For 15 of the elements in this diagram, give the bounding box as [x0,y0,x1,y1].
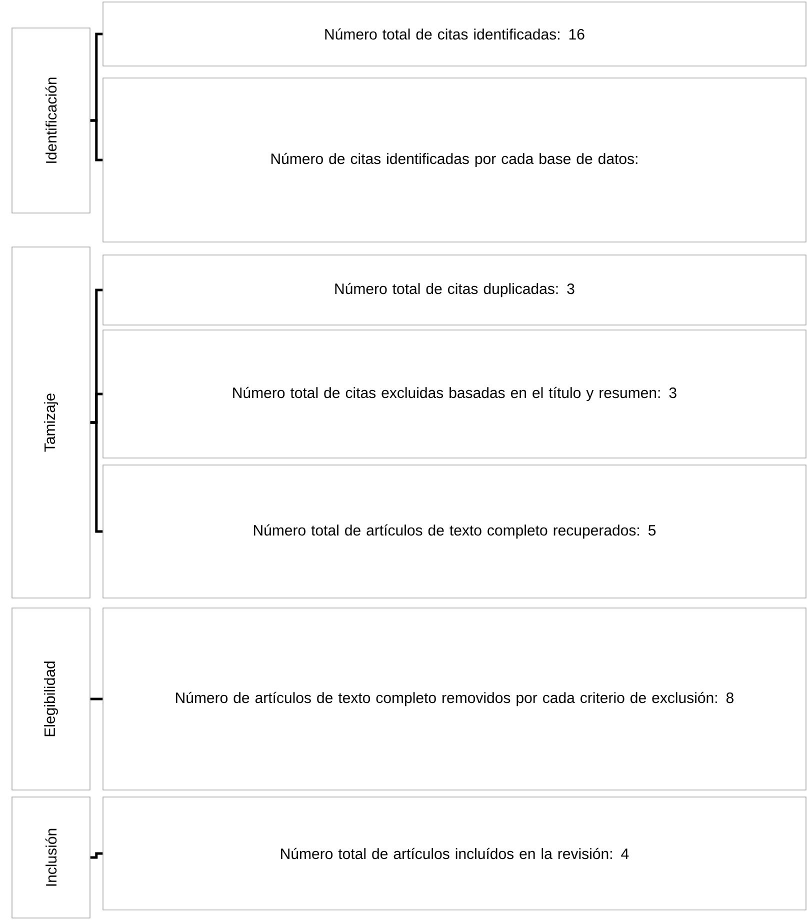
stage-box: Identificación [12,28,90,214]
content-box: Número total de citas identificadas: 16 [102,2,806,66]
stage-box: Tamizaje [12,246,90,598]
content-box: Número total de artículos incluídos en la revisión: 4 [102,796,806,910]
content-box: Número de citas identificadas por cada base de datos: [102,78,806,242]
bracket-line [90,852,103,859]
bracket-line [90,119,103,162]
content-box: Número de artículos de texto completo removidos por cada criterio de exclusión: 8 [102,608,806,790]
bracket-line [90,421,103,533]
content-box: Número total de citas duplicadas: 3 [102,254,806,326]
content-box: Número total de citas excluidas basadas en el título y resumen: 3 [102,330,806,458]
stage-box: Inclusión [12,796,90,918]
bracket-line [90,698,103,700]
stage-box: Elegibilidad [12,608,90,790]
content-box: Número total de artículos de texto completo recuperados: 5 [102,464,806,598]
